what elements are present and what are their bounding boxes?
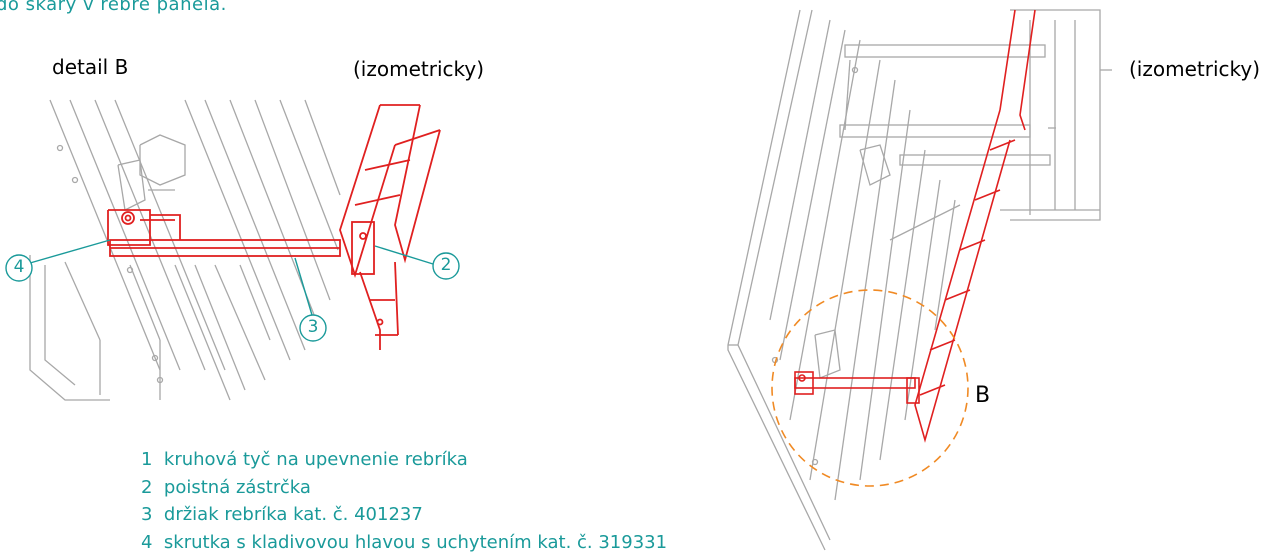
callout-circle-2: [432, 252, 460, 280]
legend-item: 4 skrutka s kladivovou hlavou s uchytení…: [141, 529, 667, 556]
callout-number-2: 2: [440, 255, 452, 275]
legend-item-text: kruhová tyč na upevnenie rebríka: [163, 449, 468, 470]
callout-circles: [5, 252, 460, 342]
legend-item-number: 1: [141, 449, 153, 470]
detail-panel-structure: [29, 99, 341, 401]
detail-marker-label: B: [975, 383, 991, 408]
legend-item-number: 2: [141, 476, 153, 498]
legend-item-text: poistná zástrčka: [163, 476, 311, 498]
legend-item: 3 držiak rebríka kat. č. 401237: [141, 501, 667, 529]
overview-ladder: [794, 9, 1036, 443]
callout-circle-3: [299, 314, 327, 342]
detail-ladder-bracket: [107, 104, 441, 350]
detail-view-label: (izometricky): [353, 57, 485, 81]
overview-panel-structure: [727, 9, 1112, 551]
callout-number-4: 4: [13, 257, 25, 277]
legend-item: 2 poistná zástrčka: [141, 474, 667, 502]
callout-leaders: [29, 239, 434, 316]
callout-circle-4: [5, 254, 33, 282]
callout-number-3: 3: [307, 317, 319, 337]
detail-b-circle: [771, 289, 969, 487]
caption: do škáry v rebre panela.: [0, 0, 227, 15]
legend-item-number: 4: [141, 531, 153, 553]
detail-title: detail B: [52, 55, 129, 79]
legend-item-text: skrutka s kladivovou hlavou s uchytením …: [163, 531, 668, 553]
legend-item-text: držiak rebríka kat. č. 401237: [163, 504, 423, 525]
legend-item-number: 3: [141, 504, 153, 525]
legend: 1 kruhová tyč na upevnenie rebríka 2 poi…: [141, 446, 667, 556]
overview-view-label: (izometricky): [1129, 57, 1261, 81]
legend-item: 1 kruhová tyč na upevnenie rebríka: [141, 446, 667, 474]
